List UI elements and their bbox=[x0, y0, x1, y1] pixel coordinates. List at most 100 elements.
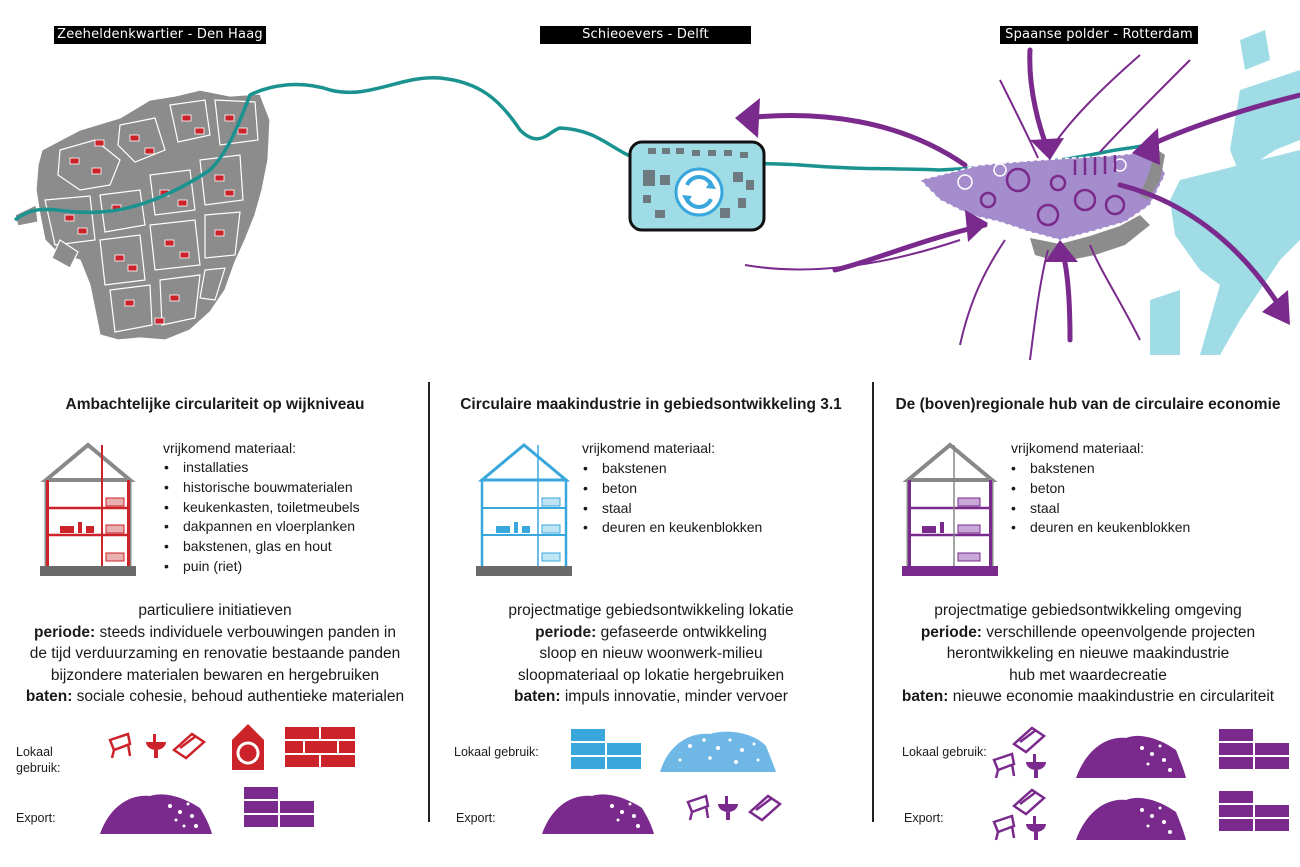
rubble-pile-icon bbox=[542, 794, 654, 834]
chair-icon bbox=[686, 794, 710, 821]
list-item: bakstenen bbox=[1009, 459, 1190, 479]
lokaal-icons bbox=[108, 724, 357, 770]
rubble-pile-icon bbox=[100, 794, 212, 834]
baten-text: sociale cohesie, behoud authentieke mate… bbox=[72, 688, 405, 706]
sink-icon bbox=[146, 734, 166, 758]
desc-line: projectmatige gebiedsontwikkeling lokati… bbox=[508, 602, 794, 619]
list-item: bakstenen, glas en hout bbox=[162, 537, 360, 557]
sink-icon bbox=[1026, 754, 1046, 778]
chair-icon bbox=[992, 814, 1016, 841]
location-label-delft: Schieoevers - Delft bbox=[540, 26, 751, 44]
column-description: projectmatige gebiedsontwikkeling lokati… bbox=[432, 600, 870, 708]
export-label: Export: bbox=[16, 811, 56, 825]
list-item: deuren en keukenblokken bbox=[1009, 518, 1190, 538]
desc-line: projectmatige gebiedsontwikkeling omgevi… bbox=[934, 602, 1242, 619]
periode-label: periode: bbox=[920, 623, 982, 641]
desc-line: de tijd verduurzaming en renovatie besta… bbox=[29, 645, 401, 663]
materials-list: installaties historische bouwmaterialen … bbox=[162, 458, 360, 577]
baten-text: impuls innovatie, minder vervoer bbox=[560, 688, 788, 706]
recycle-house-icon bbox=[232, 724, 264, 770]
baten-label: baten: bbox=[514, 688, 561, 706]
export-icons bbox=[542, 794, 783, 834]
desc-line: particuliere initiatieven bbox=[138, 602, 292, 619]
materials-list: bakstenen beton staal deuren en keukenbl… bbox=[581, 459, 762, 538]
desc-line: herontwikkeling en nieuwe maakindustrie bbox=[946, 645, 1230, 663]
desc-periode: periode: steeds individuele verbouwingen… bbox=[0, 622, 430, 644]
baten-label: baten: bbox=[901, 688, 949, 706]
column-description: particuliere initiatieven periode: steed… bbox=[0, 600, 430, 708]
list-item: historische bouwmaterialen bbox=[162, 478, 360, 498]
list-item: deuren en keukenblokken bbox=[581, 518, 762, 538]
desc-baten: baten: nieuwe economie maakindustrie en … bbox=[876, 686, 1300, 708]
desc-periode: periode: gefaseerde ontwikkeling bbox=[432, 622, 870, 644]
list-item: puin (riet) bbox=[162, 557, 360, 577]
delft-site-map bbox=[628, 140, 766, 232]
desc-line: sloop en nieuw woonwerk-milieu bbox=[539, 645, 763, 663]
bricks-icon bbox=[1217, 727, 1291, 771]
desc-line: sloopmateriaal op lokatie hergebruiken bbox=[517, 666, 785, 684]
sink-icon bbox=[1026, 816, 1046, 840]
location-label-den-haag: Zeeheldenkwartier - Den Haag bbox=[54, 26, 266, 44]
desc-line: hub met waardecreatie bbox=[1009, 666, 1167, 684]
chair-icon bbox=[992, 752, 1016, 779]
desc-periode: periode: verschillende opeenvolgende pro… bbox=[876, 622, 1300, 644]
desc-line: bijzondere materialen bewaren en hergebr… bbox=[50, 666, 380, 684]
house-icon-purple bbox=[902, 442, 998, 576]
lokaal-icons bbox=[992, 726, 1291, 779]
den-haag-district-map bbox=[14, 89, 271, 341]
window-icon bbox=[1011, 726, 1047, 754]
materials-heading: vrijkomend materiaal: bbox=[582, 440, 716, 456]
materials-heading: vrijkomend materiaal: bbox=[1011, 440, 1145, 456]
lokaal-gebruik-label: Lokaal gebruik: bbox=[16, 745, 61, 775]
export-label: Export: bbox=[904, 811, 944, 825]
baten-text: nieuwe economie maakindustrie en circula… bbox=[948, 688, 1275, 706]
rubble-pile-icon bbox=[1076, 735, 1186, 778]
column-description: projectmatige gebiedsontwikkeling omgevi… bbox=[876, 600, 1300, 708]
rotterdam-site-map bbox=[918, 148, 1166, 262]
column-divider-2 bbox=[872, 382, 874, 822]
list-item: beton bbox=[581, 479, 762, 499]
sink-icon bbox=[718, 796, 738, 820]
window-icon bbox=[171, 732, 207, 760]
bricks-icon bbox=[1217, 789, 1291, 833]
periode-text: verschillende opeenvolgende projecten bbox=[981, 623, 1256, 641]
column-title: De (boven)regionale hub van de circulair… bbox=[895, 396, 1281, 413]
export-label: Export: bbox=[456, 811, 496, 825]
column-title: Circulaire maakindustrie in gebiedsontwi… bbox=[460, 396, 842, 413]
window-icon bbox=[747, 794, 783, 822]
list-item: beton bbox=[1009, 479, 1190, 499]
list-item: staal bbox=[581, 499, 762, 519]
baten-label: baten: bbox=[25, 688, 73, 706]
list-item: staal bbox=[1009, 499, 1190, 519]
list-item: keukenkasten, toiletmeubels bbox=[162, 498, 360, 518]
lokaal-gebruik-label: Lokaal gebruik: bbox=[902, 745, 987, 759]
list-item: bakstenen bbox=[581, 459, 762, 479]
materials-list: bakstenen beton staal deuren en keukenbl… bbox=[1009, 459, 1190, 538]
bricks-icon bbox=[242, 786, 316, 829]
materials-heading: vrijkomend materiaal: bbox=[163, 440, 297, 456]
periode-label: periode: bbox=[535, 623, 597, 641]
chair-icon bbox=[108, 732, 132, 759]
export-icons bbox=[992, 788, 1291, 841]
house-icon-blue bbox=[476, 443, 572, 576]
periode-text: steeds individuele verbouwingen panden i… bbox=[95, 623, 396, 641]
bricks-icon bbox=[570, 727, 643, 771]
export-icons bbox=[100, 786, 316, 834]
list-item: installaties bbox=[162, 458, 360, 478]
column-title: Ambachtelijke circulariteit op wijknivea… bbox=[65, 396, 365, 413]
desc-baten: baten: impuls innovatie, minder vervoer bbox=[432, 686, 870, 708]
window-icon bbox=[1011, 788, 1047, 816]
house-icon-red bbox=[40, 442, 136, 576]
bricks-icon bbox=[283, 725, 357, 769]
desc-baten: baten: sociale cohesie, behoud authentie… bbox=[0, 686, 430, 708]
periode-text: gefaseerde ontwikkeling bbox=[596, 623, 767, 641]
lokaal-gebruik-label: Lokaal gebruik: bbox=[454, 745, 539, 759]
lokaal-icons bbox=[570, 727, 776, 772]
list-item: dakpannen en vloerplanken bbox=[162, 517, 360, 537]
rubble-pile-icon bbox=[1076, 797, 1186, 840]
canal-line bbox=[13, 76, 1149, 222]
regional-map bbox=[13, 30, 1300, 361]
location-label-rotterdam: Spaanse polder - Rotterdam bbox=[1000, 26, 1198, 44]
rubble-pile-icon bbox=[660, 731, 776, 772]
periode-label: periode: bbox=[34, 623, 96, 641]
